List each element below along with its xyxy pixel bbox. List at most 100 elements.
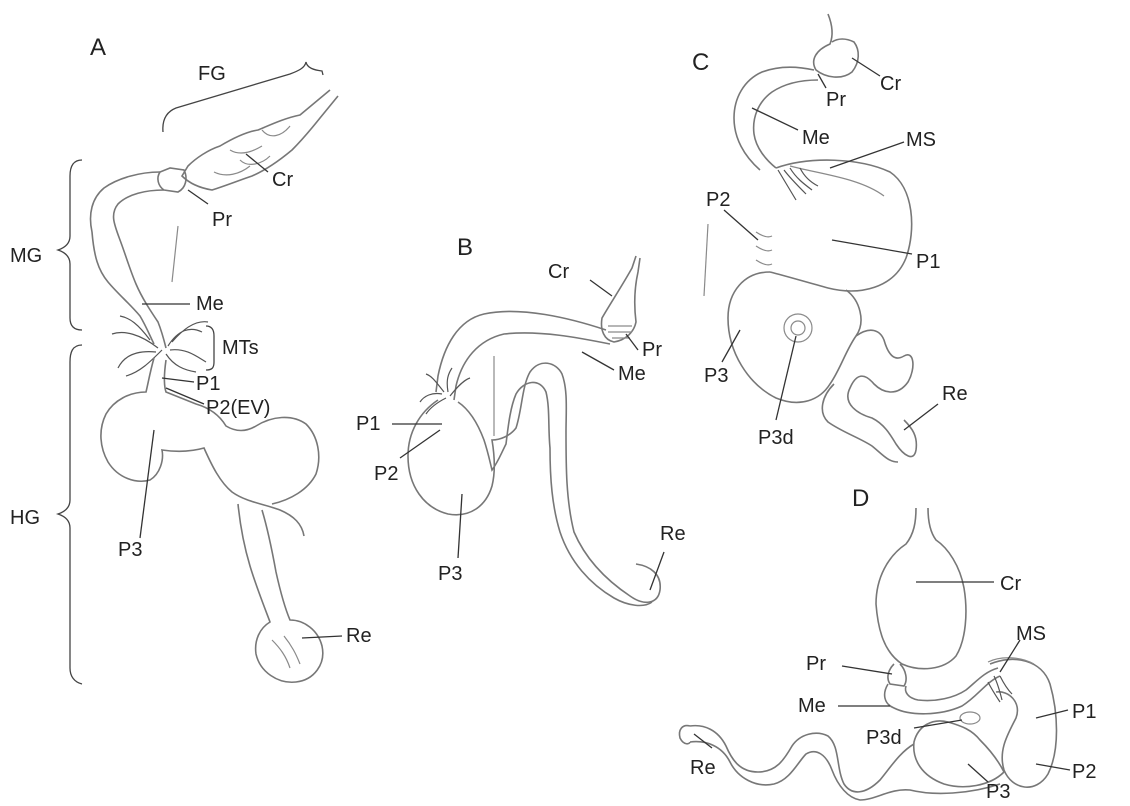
c-rectum-lower <box>822 384 898 462</box>
label-c-p3: P3 <box>704 365 728 387</box>
d-p3-outline <box>914 721 1004 787</box>
fg-bracket <box>163 62 323 132</box>
label-a-p2ev: P2(EV) <box>206 397 270 419</box>
rectum-folds <box>272 636 300 668</box>
d-hindgut-inner <box>690 742 1000 800</box>
d-midgut-outer <box>885 676 1000 714</box>
lead-a-p3 <box>140 430 154 538</box>
label-b-pr: Pr <box>642 339 662 361</box>
label-c-p1: P1 <box>916 251 940 273</box>
panel-a-letter: A <box>90 34 106 61</box>
c-p2-marks <box>756 232 772 265</box>
panel-c: C Cr Pr Me MS P2 P1 P3 P3d <box>692 14 968 462</box>
midgut-inner <box>114 190 166 348</box>
label-b-p3: P3 <box>438 563 462 585</box>
label-b-p2: P2 <box>374 463 398 485</box>
lead-d-p3 <box>968 764 988 782</box>
label-a-p3: P3 <box>118 539 142 561</box>
c-p3d-coil-outer <box>784 314 812 342</box>
label-a-pr: Pr <box>212 209 232 231</box>
label-c-pr: Pr <box>826 89 846 111</box>
label-b-p1: P1 <box>356 413 380 435</box>
b-hindgut-inner <box>458 382 652 605</box>
lead-c-p2 <box>724 210 758 240</box>
mg-label: MG <box>10 245 42 267</box>
b-crop-outline <box>602 256 641 342</box>
d-p1-outline <box>990 659 1057 787</box>
crop-folds <box>214 126 290 175</box>
c-p3d-coil-inner <box>791 321 805 335</box>
lead-d-p1 <box>1036 710 1068 718</box>
label-d-re: Re <box>690 757 716 779</box>
lead-d-p2 <box>1036 764 1070 770</box>
label-d-cr: Cr <box>1000 573 1021 595</box>
c-p3-outline <box>728 272 861 402</box>
label-d-p2: P2 <box>1072 761 1096 783</box>
lead-a-p1 <box>162 378 194 382</box>
lead-a-pr <box>188 190 208 204</box>
c-crop-outline <box>814 14 859 77</box>
label-c-p3d: P3d <box>758 427 794 449</box>
panel-b-letter: B <box>457 234 473 261</box>
lead-b-p3 <box>458 494 462 558</box>
label-d-p3d: P3d <box>866 727 902 749</box>
lead-a-cr <box>246 154 268 172</box>
d-proventriculus <box>888 664 906 686</box>
hg-label: HG <box>10 507 40 529</box>
lead-c-cr <box>852 58 880 76</box>
label-a-mts: MTs <box>222 337 259 359</box>
label-c-re: Re <box>942 383 968 405</box>
panel-d: D Cr Pr MS Me P1 P3d P2 P3 <box>679 485 1096 803</box>
scale-bar-c <box>704 224 708 296</box>
panel-d-letter: D <box>852 485 869 512</box>
panel-a: A FG MG HG Cr Pr Me MTs <box>10 34 372 684</box>
lead-b-cr <box>590 280 612 296</box>
label-c-cr: Cr <box>880 73 901 95</box>
c-malpighian-tubules <box>778 168 818 200</box>
d-rectum-end <box>679 726 690 744</box>
b-midgut-outer <box>436 311 606 392</box>
label-d-me: Me <box>798 695 826 717</box>
rectum-outline <box>238 504 323 682</box>
lead-c-p1 <box>832 240 912 254</box>
label-c-ms: MS <box>906 129 936 151</box>
label-a-cr: Cr <box>272 169 293 191</box>
b-malpighian-tubules <box>420 368 470 414</box>
label-c-p2: P2 <box>706 189 730 211</box>
d-p3d-coil <box>960 712 980 724</box>
label-d-ms: MS <box>1016 623 1046 645</box>
proventriculus-outline <box>158 168 186 192</box>
label-d-pr: Pr <box>806 653 826 675</box>
lead-a-re <box>302 636 342 638</box>
fg-label: FG <box>198 63 226 85</box>
mg-bracket <box>58 160 82 330</box>
scale-bar-a <box>172 226 178 282</box>
label-b-cr: Cr <box>548 261 569 283</box>
crop-outline <box>182 90 338 190</box>
lead-d-pr <box>842 666 892 674</box>
label-b-me: Me <box>618 363 646 385</box>
label-d-p3: P3 <box>986 781 1010 803</box>
lead-c-me <box>752 108 798 130</box>
label-d-p1: P1 <box>1072 701 1096 723</box>
label-a-re: Re <box>346 625 372 647</box>
mts-bracket <box>206 326 214 370</box>
lead-c-re <box>904 404 938 430</box>
lead-c-p3d <box>776 336 796 420</box>
d-crop-outline <box>876 508 966 669</box>
d-malpighian-tubules <box>988 676 1012 702</box>
lead-b-p2 <box>400 430 440 458</box>
label-a-p1: P1 <box>196 373 220 395</box>
panel-b: B Cr Pr Me P1 P2 P3 Re <box>356 234 686 605</box>
d-midgut-inner <box>906 668 999 701</box>
lead-c-pr <box>818 74 826 88</box>
lead-b-pr <box>626 334 638 350</box>
panel-c-letter: C <box>692 49 709 76</box>
c-p1-outline <box>770 160 912 291</box>
label-a-me: Me <box>196 293 224 315</box>
lead-b-me <box>582 352 614 370</box>
b-midgut-inner <box>454 333 610 400</box>
hg-bracket <box>58 345 82 684</box>
